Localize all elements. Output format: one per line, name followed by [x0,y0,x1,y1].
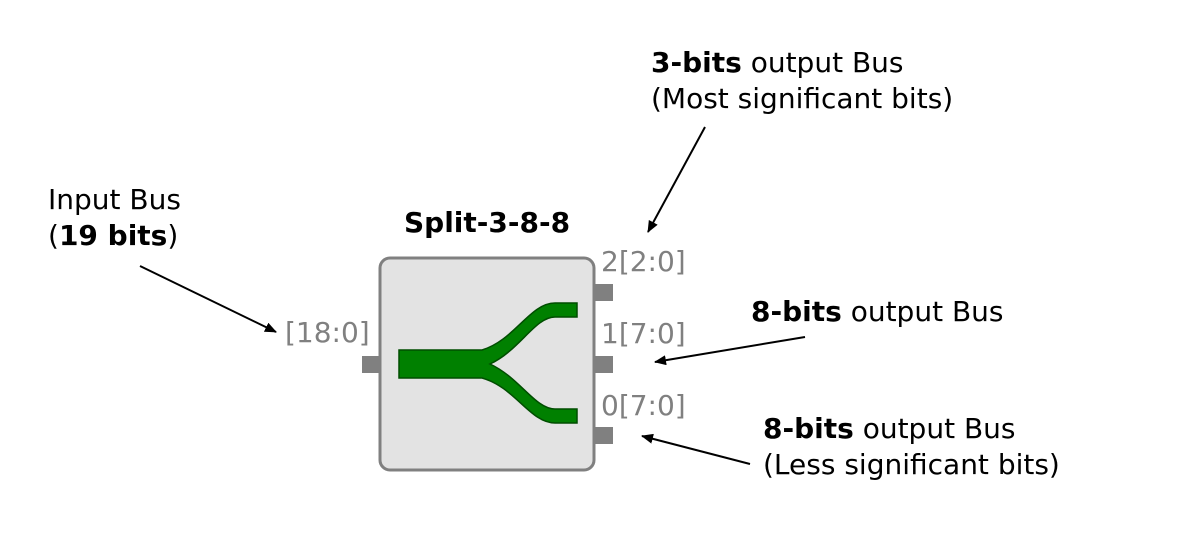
msb-rest: output Bus [741,46,904,79]
input-bits: 19 bits [58,219,168,252]
msb-annotation: 3-bits output Bus (Most significant bits… [651,45,953,117]
input-bus-line2: (19 bits) [48,218,181,254]
lsb-rest: output Bus [853,412,1016,445]
input-bus-line1: Input Bus [48,183,181,216]
input-paren-open: ( [48,219,59,252]
mid-rest: output Bus [841,295,1004,328]
lsb-bits: 8-bits [763,412,854,445]
split-icon [398,302,578,424]
input-port-label: [18:0] [285,316,370,349]
msb-line2: (Most significant bits) [651,82,954,115]
msb-line1: 3-bits output Bus [651,45,953,81]
output-port-0-label: 0[7:0] [601,389,686,422]
lsb-arrow [641,433,751,465]
mid-bits: 8-bits [751,295,842,328]
lsb-line2: (Less significant bits) [763,448,1060,481]
block-title: Split-3-8-8 [404,206,571,239]
lsb-line1: 8-bits output Bus [763,411,1060,447]
msb-arrow [647,126,706,233]
output-port-2-label: 2[2:0] [601,245,686,278]
output-port-1[interactable] [595,356,613,373]
mid-arrow [654,336,806,366]
input-bus-annotation: Input Bus (19 bits) [48,182,181,254]
output-port-0[interactable] [595,427,613,444]
lsb-annotation: 8-bits output Bus (Less significant bits… [763,411,1060,483]
output-port-2[interactable] [595,284,613,301]
output-port-1-label: 1[7:0] [601,317,686,350]
mid-annotation: 8-bits output Bus [751,294,1004,330]
msb-bits: 3-bits [651,46,742,79]
input-arrow [139,265,277,333]
input-paren-close: ) [167,219,179,252]
mid-line1: 8-bits output Bus [751,294,1004,330]
input-port[interactable] [362,356,380,373]
